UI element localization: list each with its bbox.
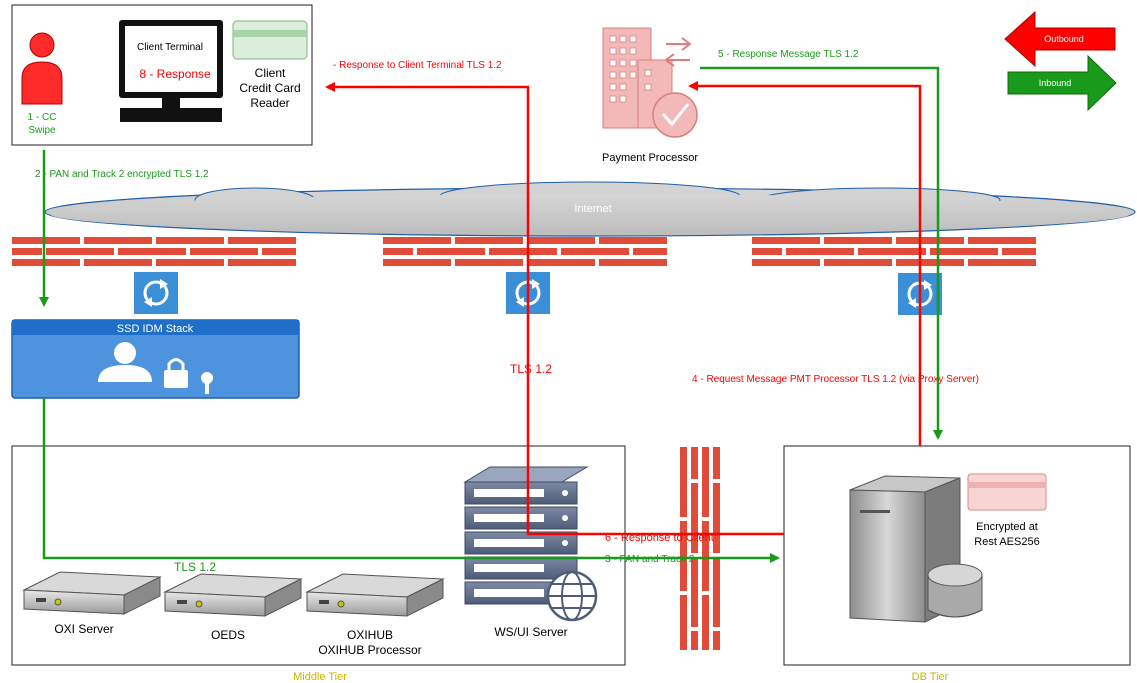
db-tier-label: DB Tier — [912, 671, 949, 683]
sync-icon-left — [134, 272, 178, 314]
encrypted-label-2: Rest AES256 — [974, 536, 1039, 548]
reader-label-1: Client — [255, 66, 286, 80]
payment-processor-icon — [602, 27, 698, 138]
firewall-left — [12, 237, 296, 266]
ws-ui-label: WS/UI Server — [494, 625, 567, 639]
payment-processor-label: Payment Processor — [602, 152, 698, 164]
client-box: 1 - CC Swipe Client Terminal 8 - Respons… — [11, 4, 313, 146]
oeds-server-icon — [163, 573, 303, 617]
ws-ui-server-icon — [463, 466, 598, 622]
internet-cloud: Internet — [44, 181, 1136, 237]
cc-swipe-label-2: Swipe — [28, 125, 56, 136]
flow-green-pan-track2 — [39, 150, 780, 563]
firewall-center — [383, 237, 667, 266]
outbound-label: Outbound — [1044, 34, 1084, 44]
legend: Outbound Inbound — [1004, 10, 1117, 112]
encrypted-card-icon — [967, 473, 1047, 511]
client-terminal-title: Client Terminal — [137, 42, 203, 53]
outbound-arrow: Outbound — [1004, 10, 1116, 68]
response-to-terminal-label: - Response to Client Terminal TLS 1.2 — [333, 60, 502, 71]
step2-label: 2 - PAN and Track 2 encrypted TLS 1.2 — [35, 169, 209, 180]
inbound-label: Inbound — [1039, 78, 1072, 88]
monitor-icon — [119, 20, 223, 122]
inbound-arrow: Inbound — [1007, 54, 1117, 112]
exchange-arrows-icon — [664, 37, 692, 67]
oxi-server-icon — [22, 571, 162, 615]
middle-tier-label: Middle Tier — [293, 671, 347, 683]
step6-label: 6 - Response to Client — [605, 532, 714, 544]
cc-swipe-label-1: 1 - CC — [28, 112, 57, 123]
flow-green-response-message — [700, 66, 943, 440]
tls-left-label: TLS 1.2 — [174, 560, 216, 574]
encrypted-label-1: Encrypted at — [976, 521, 1038, 533]
oxihub-label-2: OXIHUB Processor — [318, 643, 421, 657]
oeds-label: OEDS — [211, 628, 245, 642]
flow-red-response-client — [325, 82, 784, 536]
oxihub-server-icon — [305, 573, 445, 617]
idm-title: SSD IDM Stack — [117, 323, 194, 335]
reader-label-2: Credit Card — [239, 81, 300, 95]
firewall-vertical — [680, 447, 720, 650]
internet-label: Internet — [574, 203, 611, 215]
reader-label-3: Reader — [250, 96, 289, 110]
person-icon — [21, 32, 63, 105]
idm-stack: SSD IDM Stack — [11, 319, 300, 399]
terminal-response-label: 8 - Response — [139, 67, 211, 81]
firewall-right — [752, 237, 1036, 266]
flow-red-request-processor — [688, 81, 922, 446]
tls-mid-label: TLS 1.2 — [510, 362, 552, 376]
oxihub-label-1: OXIHUB — [347, 628, 393, 642]
step4-label: 4 - Request Message PMT Processor TLS 1.… — [692, 374, 979, 385]
user-lock-icon — [98, 342, 213, 394]
oxi-server-label: OXI Server — [54, 622, 113, 636]
globe-icon — [546, 570, 598, 622]
card-reader-icon — [232, 20, 308, 60]
step5-label: 5 - Response Message TLS 1.2 — [718, 49, 859, 60]
database-server-icon — [849, 475, 983, 623]
step3-label: 3 - PAN and Track 2 — [605, 554, 695, 565]
